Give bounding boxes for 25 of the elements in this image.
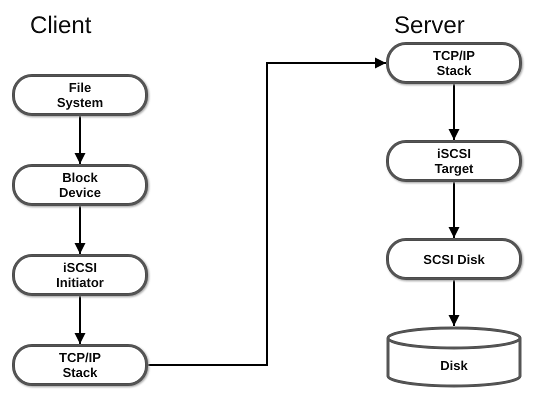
node-label: iSCSI Target [434, 146, 474, 176]
arrow [448, 84, 460, 140]
process-box [386, 140, 522, 182]
process-box [12, 254, 148, 296]
node-label: TCP/IP Stack [58, 350, 102, 380]
process-box [12, 164, 148, 206]
column-heading: Server [394, 12, 465, 40]
node-label: TCP/IP Stack [432, 48, 476, 78]
arrow [74, 116, 86, 164]
process-box [12, 74, 148, 116]
arrow [74, 296, 86, 344]
process-box [12, 344, 148, 386]
arrow [448, 182, 460, 238]
node-label: Disk [440, 358, 468, 372]
arrow [448, 280, 460, 326]
node-label: SCSI Disk [422, 252, 486, 266]
node-label: Block Device [58, 170, 102, 200]
column-heading: Client [30, 12, 92, 40]
node-label: iSCSI Initiator [55, 260, 105, 290]
arrow [148, 58, 386, 366]
arrow [74, 206, 86, 254]
disk-cylinder [386, 326, 522, 388]
node-label: File System [56, 80, 104, 110]
process-box [386, 42, 522, 84]
process-box [386, 238, 522, 280]
